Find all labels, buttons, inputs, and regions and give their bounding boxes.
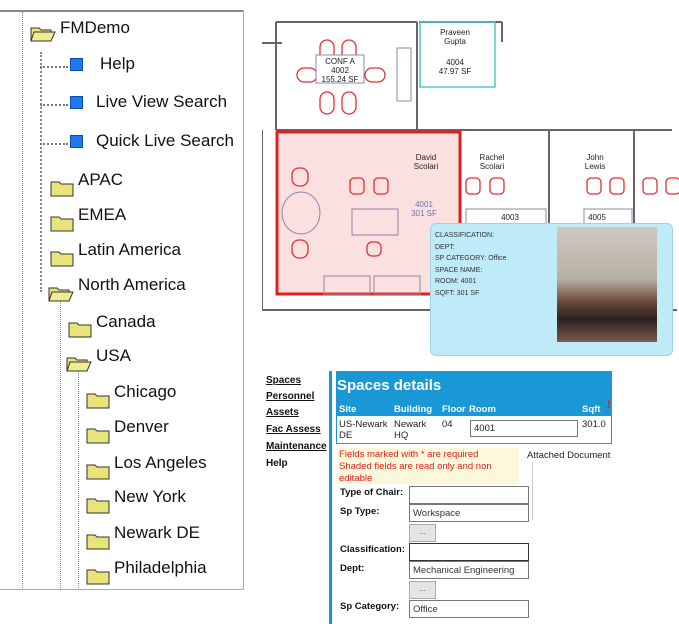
svg-text:CONF A: CONF A <box>325 57 355 66</box>
notice-required: Fields marked with * are required <box>339 449 479 460</box>
building-value: Newark HQ <box>394 419 427 441</box>
tooltip-sqft: SQFT: 301 SF <box>435 290 480 297</box>
page-icon <box>70 96 83 109</box>
nav-personnel[interactable]: Personnel <box>266 391 315 402</box>
svg-text:David: David <box>416 153 436 162</box>
room-4004[interactable] <box>419 21 496 88</box>
svg-text:47.97 SF: 47.97 SF <box>439 67 472 76</box>
floor-value: 04 <box>442 419 453 430</box>
svg-text:Scolari: Scolari <box>414 162 439 171</box>
notice-readonly: Shaded fields are read only and non edit… <box>339 461 492 484</box>
svg-text:155.24 SF: 155.24 SF <box>322 75 359 84</box>
sp-type-input[interactable]: Workspace <box>409 504 529 522</box>
svg-text:Praveen: Praveen <box>440 28 470 37</box>
folder-icon <box>86 391 110 409</box>
form-title: Spaces details <box>337 377 442 394</box>
folder-icon <box>86 567 110 585</box>
folder-icon <box>86 462 110 480</box>
sp-category-input[interactable]: Office <box>409 600 529 618</box>
tooltip-room: ROOM: 4001 <box>435 278 477 285</box>
svg-text:4002: 4002 <box>331 66 349 75</box>
sp-type-label: Sp Type: <box>340 506 380 517</box>
dept-label: Dept: <box>340 563 365 574</box>
tree-node-usa[interactable]: USA <box>96 346 131 365</box>
folder-open-icon <box>30 24 56 42</box>
room-photo <box>557 227 657 342</box>
form-notice: Fields marked with * are required Shaded… <box>337 448 519 484</box>
dept-browse-button[interactable]: ... <box>409 581 436 599</box>
col-sqft: Sqft <box>582 404 601 415</box>
tree-node-denver[interactable]: Denver <box>114 417 169 436</box>
tree-panel: FMDemo Help Live View Search Quick Live … <box>0 0 250 624</box>
tree-node-chicago[interactable]: Chicago <box>114 382 177 401</box>
tooltip-space-name: SPACE NAME: <box>435 267 483 274</box>
folder-icon <box>86 496 110 514</box>
svg-text:4005: 4005 <box>588 213 606 222</box>
folder-open-icon <box>66 354 92 372</box>
room-4001-highlight[interactable] <box>275 130 462 296</box>
folder-icon <box>86 532 110 550</box>
tree-node-canada[interactable]: Canada <box>96 312 156 331</box>
required-marker: ! <box>607 399 611 411</box>
svg-text:4001: 4001 <box>415 200 433 209</box>
form-accent-bar <box>329 371 332 624</box>
svg-text:Gupta: Gupta <box>444 37 466 46</box>
svg-text:Scolari: Scolari <box>480 162 505 171</box>
dept-input[interactable]: Mechanical Engineering <box>409 561 529 579</box>
attached-document-label: Attached Document <box>527 450 611 461</box>
room-input[interactable]: 4001 <box>470 420 578 437</box>
col-floor: Floor <box>442 404 466 415</box>
folder-icon <box>50 214 74 232</box>
attached-document-box <box>532 462 533 520</box>
folder-icon <box>50 249 74 267</box>
nav-spaces[interactable]: Spaces <box>266 375 302 386</box>
type-of-chair-input[interactable] <box>409 486 529 504</box>
tree-node-live-view-search[interactable]: Live View Search <box>96 92 228 111</box>
tree-node-new-york[interactable]: New York <box>114 487 186 506</box>
tree-node-philadelphia[interactable]: Philadelphia <box>114 558 207 577</box>
page-icon <box>70 58 83 71</box>
tree-node-quick-live-search[interactable]: Quick Live Search <box>96 131 234 150</box>
tooltip-classification: CLASSIFICATION: <box>435 232 494 239</box>
tree-node-root[interactable]: FMDemo <box>60 18 130 37</box>
nav-assets[interactable]: Assets <box>266 407 299 418</box>
classification-label: Classification: <box>340 544 405 555</box>
sp-category-label: Sp Category: <box>340 601 400 612</box>
tree-node-newark-de[interactable]: Newark DE <box>114 523 200 542</box>
folder-open-icon <box>48 284 74 302</box>
spaces-details-header: Spaces details Site Building Floor Room … <box>336 371 612 444</box>
type-of-chair-label: Type of Chair: <box>340 487 404 498</box>
tree-node-north-america[interactable]: North America <box>78 275 186 294</box>
nav-fac-assess[interactable]: Fac Assess <box>266 424 321 435</box>
col-site: Site <box>339 404 357 415</box>
svg-text:Lewis: Lewis <box>585 162 605 171</box>
sqft-value: 301.0 <box>582 419 606 430</box>
details-row: US-Newark DE Newark HQ 04 4001 301.0 <box>337 416 611 443</box>
svg-text:4004: 4004 <box>446 58 464 67</box>
svg-text:301 SF: 301 SF <box>411 209 437 218</box>
col-room: Room <box>469 404 496 415</box>
svg-text:John: John <box>586 153 603 162</box>
svg-text:4003: 4003 <box>501 213 519 222</box>
nav-maintenance[interactable]: Maintenance <box>266 441 327 452</box>
page-icon <box>70 135 83 148</box>
tree-node-help[interactable]: Help <box>100 54 135 73</box>
tree-node-los-angeles[interactable]: Los Angeles <box>114 453 207 472</box>
classification-input[interactable] <box>409 543 529 561</box>
site-value: US-Newark DE <box>339 419 388 441</box>
tooltip-dept: DEPT: <box>435 244 455 251</box>
folder-icon <box>50 179 74 197</box>
folder-icon <box>86 426 110 444</box>
col-building: Building <box>394 404 432 415</box>
folder-icon <box>68 320 92 338</box>
nav-help[interactable]: Help <box>266 458 288 469</box>
tree-node-latin-america[interactable]: Latin America <box>78 240 181 259</box>
tree-node-apac[interactable]: APAC <box>78 170 124 189</box>
svg-text:Rachel: Rachel <box>480 153 505 162</box>
tree-node-emea[interactable]: EMEA <box>78 205 127 224</box>
tooltip-sp-category: SP CATEGORY: Office <box>435 255 507 262</box>
sp-type-browse-button[interactable]: ... <box>409 524 436 542</box>
